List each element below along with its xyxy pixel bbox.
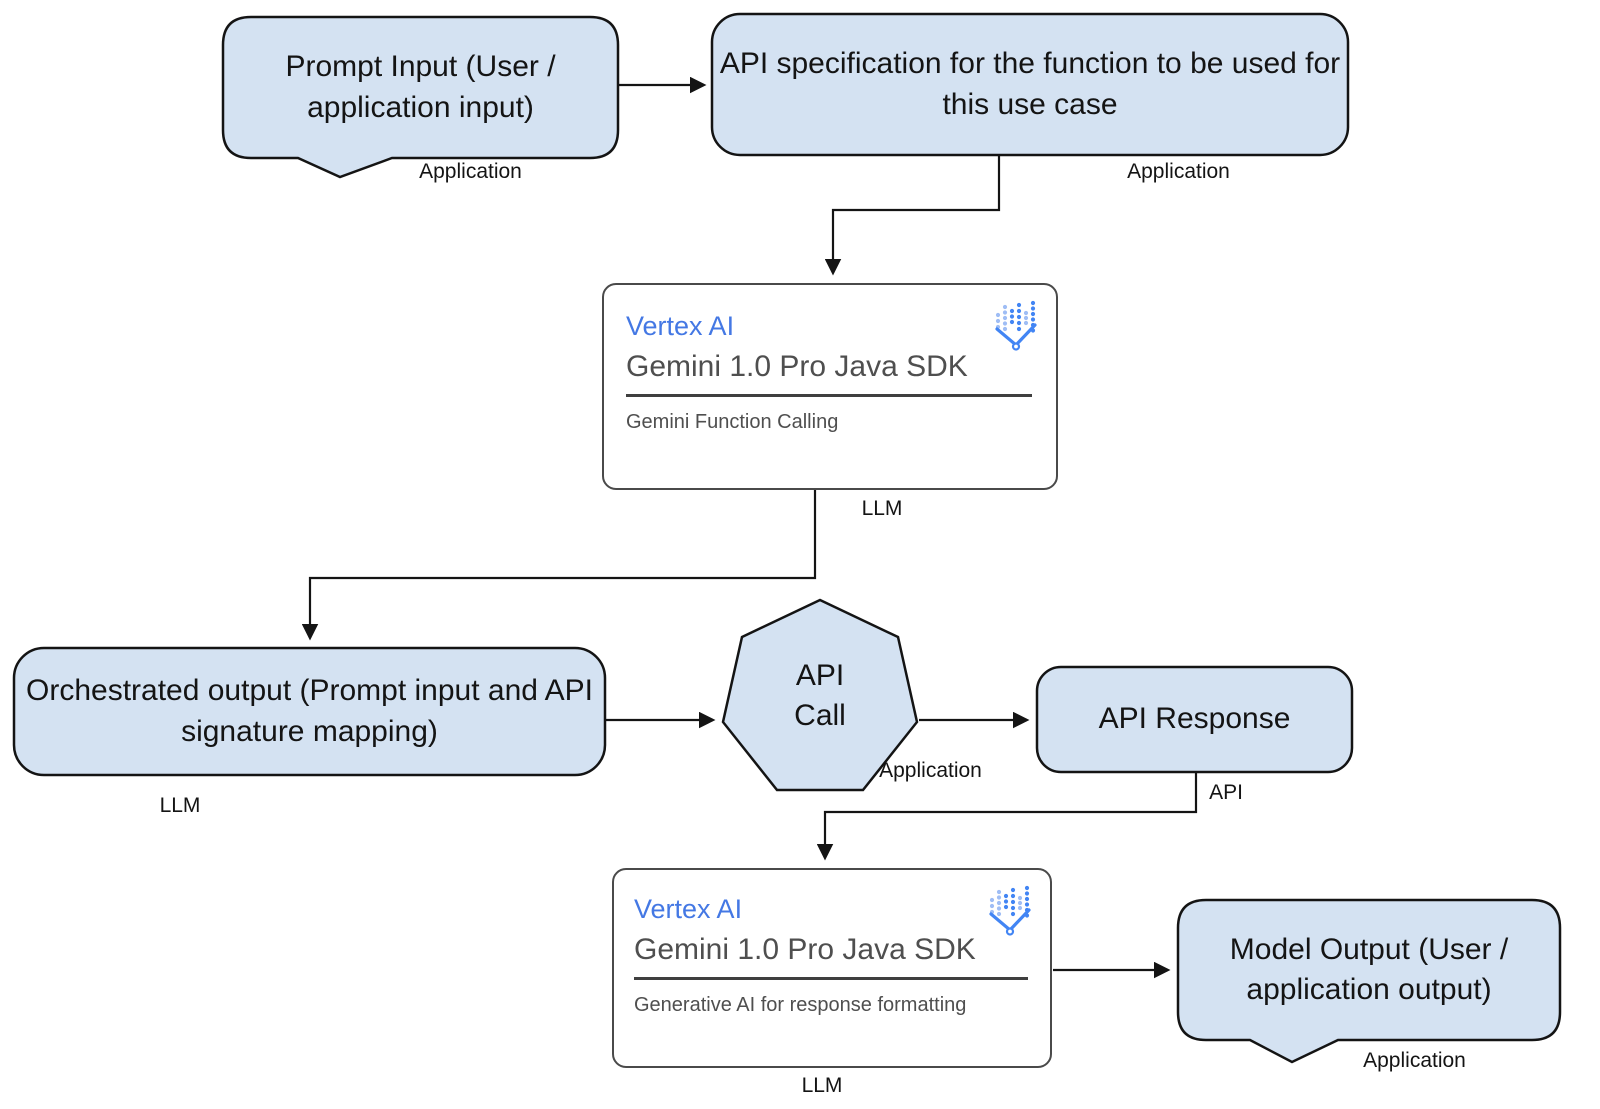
orchestrated-output-shape (12, 646, 607, 777)
model-output-node: Model Output (User / application output) (1229, 932, 1509, 1006)
gemini-sdk-label: Gemini 1.0 Pro Java SDK (634, 933, 976, 967)
arrow-apispec-to-llm1 (824, 155, 1001, 276)
gemini-response-formatting-card: Vertex AI Gemini 1.0 Pro Java SDK Genera… (612, 868, 1052, 1068)
orchestrated-output-node: Orchestrated output (Prompt input and AP… (26, 674, 593, 748)
api-call-tag: Application (879, 759, 982, 782)
gemini-function-calling-card: Vertex AI Gemini 1.0 Pro Java SDK Gemini… (602, 283, 1058, 490)
vertex-ai-icon (986, 884, 1034, 943)
gemini-feature-label: Gemini Function Calling (626, 411, 839, 434)
prompt-input-bubble-shape (221, 15, 620, 179)
api-response-node: API Response (1098, 702, 1291, 736)
orchestrated-output-tag: LLM (159, 794, 201, 817)
api-spec-shape (710, 12, 1350, 157)
vertex-ai-product-label: Vertex AI (634, 894, 743, 924)
model-output-bubble-shape (1176, 898, 1562, 1064)
gemini-sdk-label: Gemini 1.0 Pro Java SDK (626, 350, 968, 384)
card-divider (626, 394, 1032, 398)
arrow-apiresponse-to-llm2 (816, 772, 1198, 861)
api-response-shape (1035, 665, 1354, 774)
model-output-tag: Application (1363, 1049, 1466, 1072)
api-spec-tag: Application (1127, 160, 1230, 183)
vertex-ai-icon (992, 299, 1040, 358)
api-call-node: API Call (794, 658, 846, 732)
api-spec-node: API specification for the function to be… (719, 47, 1341, 121)
gemini-response-formatting-tag: LLM (801, 1074, 843, 1097)
api-response-tag: API (1209, 781, 1243, 804)
card-divider (634, 977, 1028, 981)
api-call-heptagon-shape (721, 598, 919, 792)
arrow-llm1-to-orchestrated (301, 490, 817, 641)
gemini-function-calling-tag: LLM (861, 497, 903, 520)
gemini-feature-label: Generative AI for response formatting (634, 994, 967, 1017)
prompt-input-tag: Application (419, 160, 522, 183)
vertex-ai-product-label: Vertex AI (626, 311, 735, 341)
prompt-input-node: Prompt Input (User / application input) (285, 50, 556, 124)
